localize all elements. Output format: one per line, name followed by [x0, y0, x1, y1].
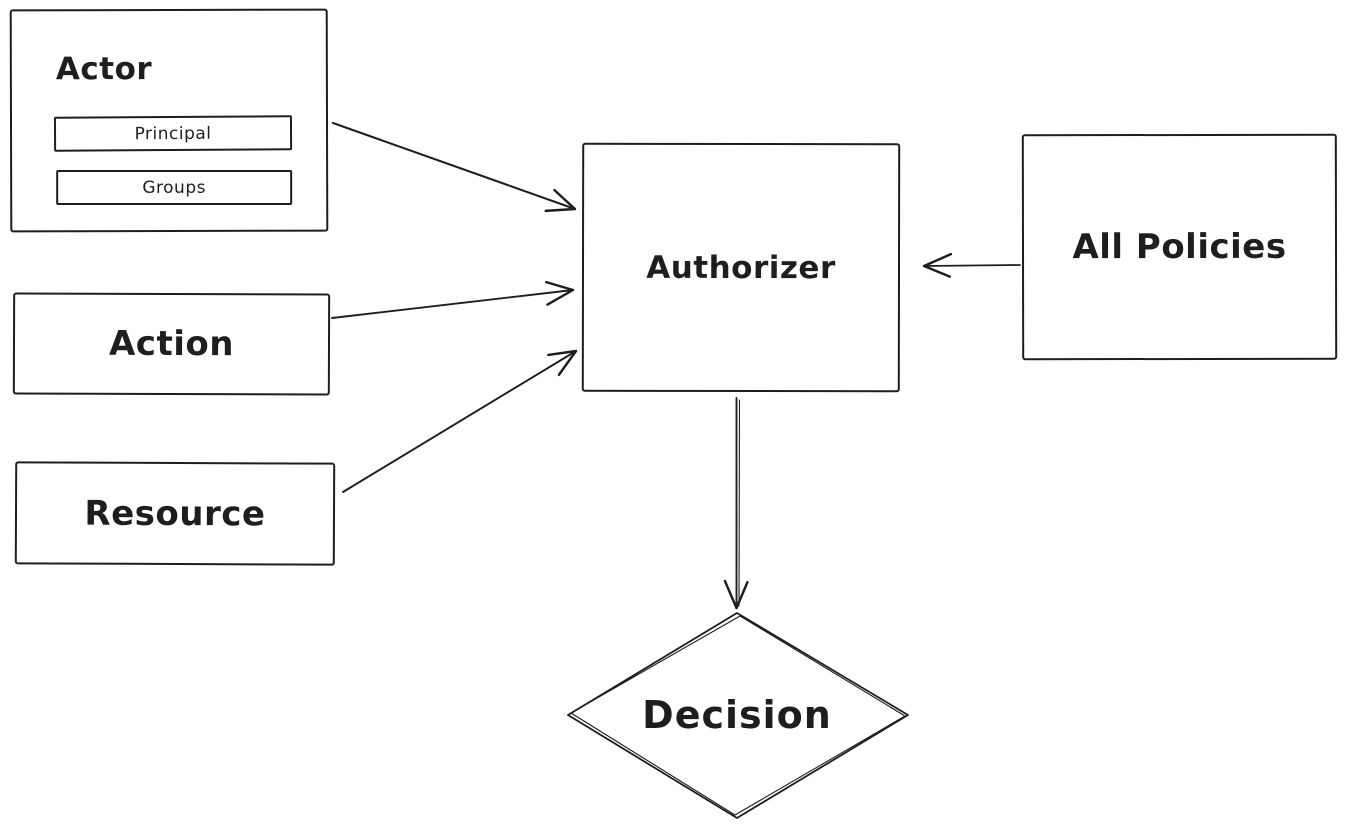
- node-authorizer-label: Authorizer: [646, 249, 836, 286]
- node-actor-label: Actor: [55, 51, 153, 88]
- node-groups-label: Groups: [142, 177, 206, 198]
- node-decision-label: Decision: [642, 693, 832, 737]
- edge-action-authorizer: [331, 280, 575, 319]
- node-resource-label: Resource: [84, 493, 266, 534]
- edge-resource-authorizer: [342, 349, 578, 493]
- node-authorizer[interactable]: Authorizer: [581, 142, 901, 393]
- edge-allpolicies-authorizer: [922, 252, 1021, 278]
- node-actor[interactable]: Actor Principal Groups: [9, 8, 329, 233]
- node-action[interactable]: Action: [12, 292, 331, 396]
- node-resource[interactable]: Resource: [14, 461, 336, 566]
- edge-authorizer-decision-sketch: [738, 399, 741, 607]
- node-all-policies-label: All Policies: [1072, 226, 1287, 268]
- node-all-policies[interactable]: All Policies: [1021, 133, 1338, 361]
- node-principal[interactable]: Principal: [53, 115, 293, 152]
- node-action-label: Action: [108, 323, 235, 365]
- node-principal-label: Principal: [134, 123, 212, 144]
- node-groups[interactable]: Groups: [56, 169, 293, 205]
- edge-actor-authorizer: [331, 121, 577, 213]
